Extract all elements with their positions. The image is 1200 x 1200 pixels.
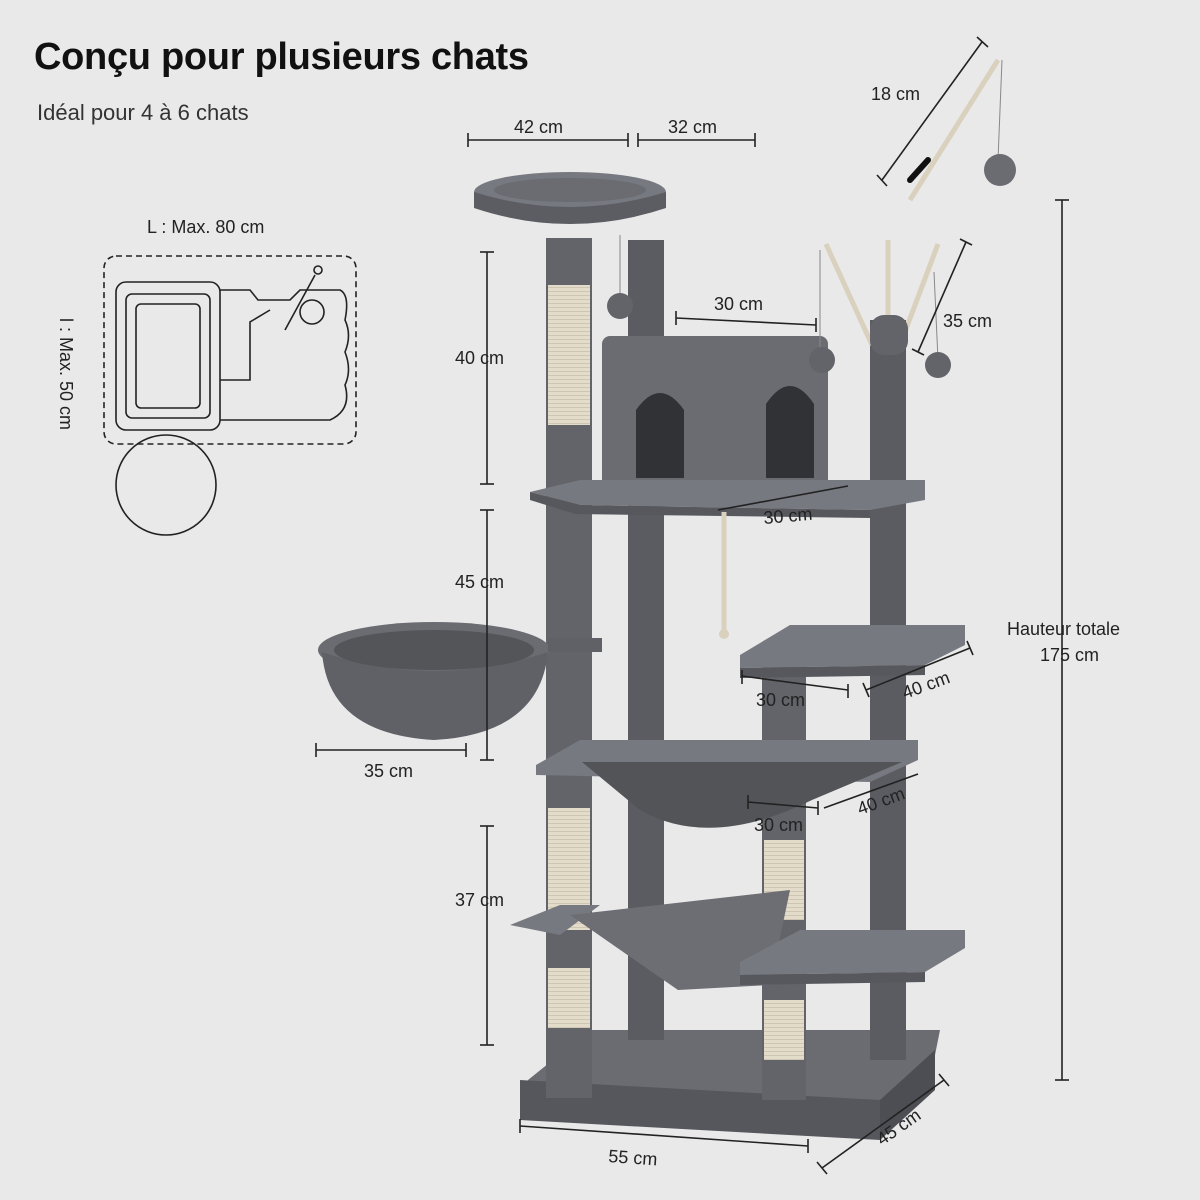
dim-condo-width: 30 cm <box>714 294 763 314</box>
total-height-value: 175 cm <box>1040 645 1099 665</box>
dim-section-2: 45 cm <box>455 572 504 592</box>
condo-door-left <box>636 393 684 478</box>
side-platform-right <box>740 625 965 668</box>
page-subtitle: Idéal pour 4 à 6 chats <box>37 100 249 125</box>
dimension-lines <box>315 36 1069 1175</box>
dim-sisal-ropes: 35 cm <box>943 311 992 331</box>
footprint-diagram: L : Max. 80 cm l : Max. 50 cm <box>56 217 357 536</box>
footprint-depth-label: l : Max. 50 cm <box>56 318 76 430</box>
condo-platform <box>530 480 925 510</box>
dim-top-width: 42 cm <box>514 117 563 137</box>
footprint-basket-circle <box>115 434 217 536</box>
dim-condo-platform: 30 cm <box>763 504 814 528</box>
side-platform-lower <box>740 930 965 975</box>
footprint-bed-outer <box>115 281 221 431</box>
total-height-label: Hauteur totale <box>1007 619 1120 639</box>
dim-toy-wand: 18 cm <box>871 84 920 104</box>
page-title: Conçu pour plusieurs chats <box>34 36 529 78</box>
dim-base-width: 55 cm <box>608 1146 658 1169</box>
dim-hammock-depth: 30 cm <box>754 815 803 835</box>
cat-tree <box>318 172 965 1140</box>
dim-basket: 35 cm <box>364 761 413 781</box>
dimension-labels: 42 cm 32 cm 18 cm 40 cm 30 cm 35 cm 30 c… <box>364 84 1120 1169</box>
condo-door-right <box>766 386 814 478</box>
dim-side-platform-depth: 30 cm <box>756 690 805 710</box>
sisal-top <box>548 285 590 425</box>
dim-top-gap: 32 cm <box>668 117 717 137</box>
footprint-outline <box>103 255 357 445</box>
hammock-lower <box>570 890 790 990</box>
pompom-icon <box>984 154 1016 186</box>
footprint-width-label: L : Max. 80 cm <box>147 217 264 237</box>
dim-section-3: 37 cm <box>455 890 504 910</box>
toy-wand <box>907 58 1016 202</box>
dim-section-1: 40 cm <box>455 348 504 368</box>
hammock-middle <box>582 762 902 828</box>
footprint-bed-inner <box>125 293 211 419</box>
